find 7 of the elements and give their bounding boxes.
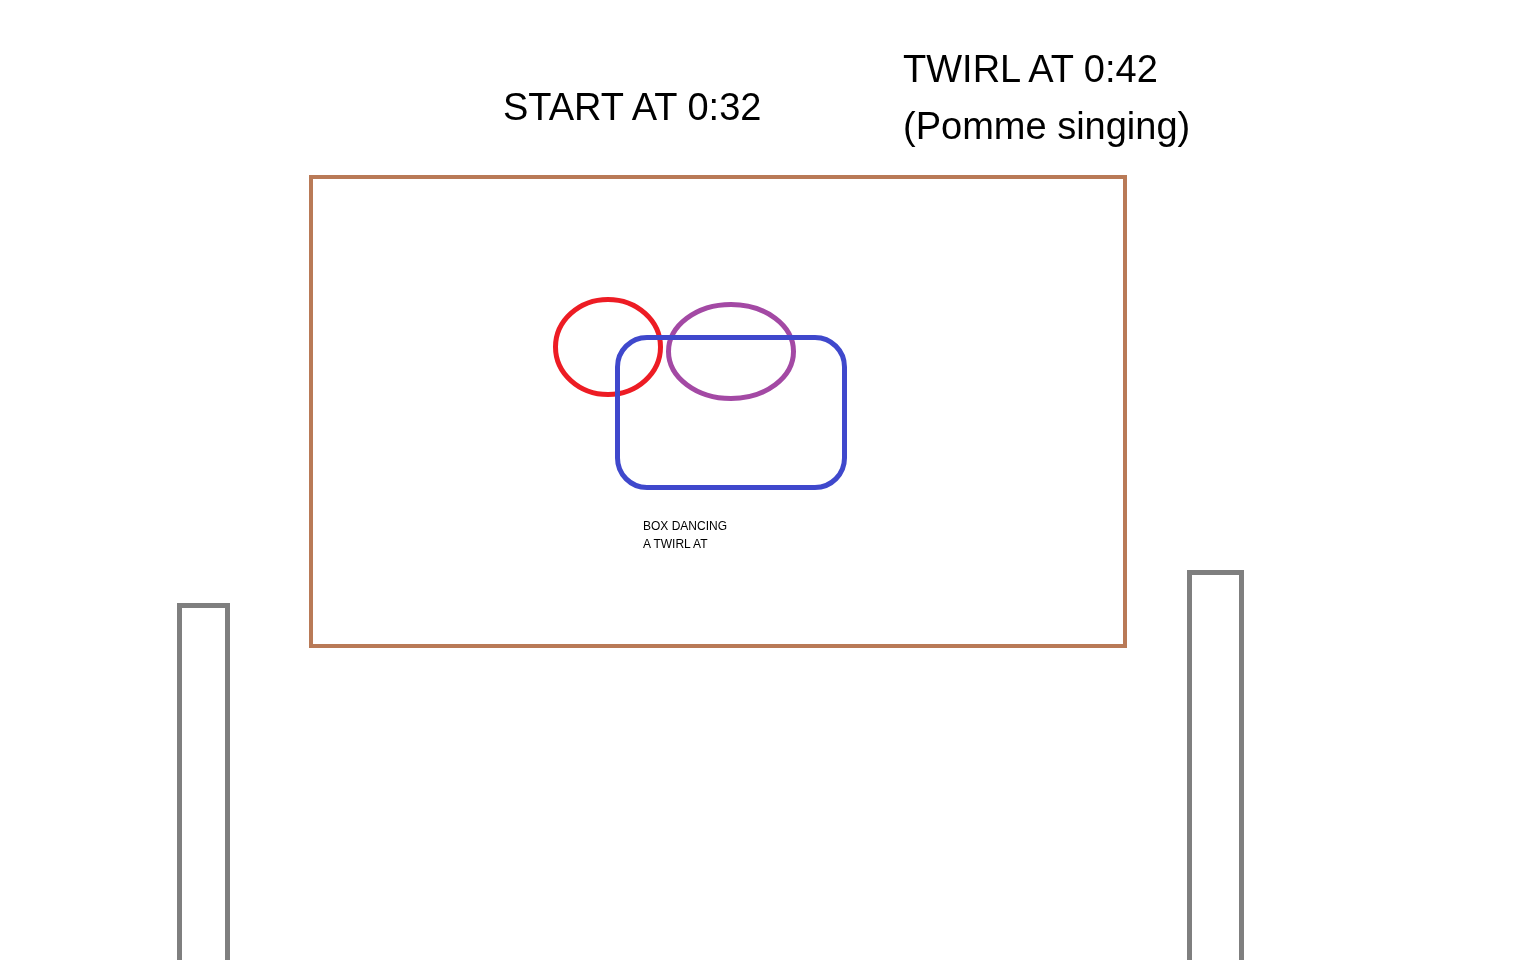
- cue-label: START AT 0:32: [503, 85, 763, 130]
- pillar: [1187, 570, 1244, 960]
- rounded-box-outline: [615, 335, 847, 490]
- pillar: [177, 603, 230, 960]
- cue-label: TWIRL AT 0:42 (Pomme singing): [903, 47, 1192, 149]
- caption-text: BOX DANCING A TWIRL AT: [643, 518, 728, 553]
- stage-frame: [309, 175, 1127, 648]
